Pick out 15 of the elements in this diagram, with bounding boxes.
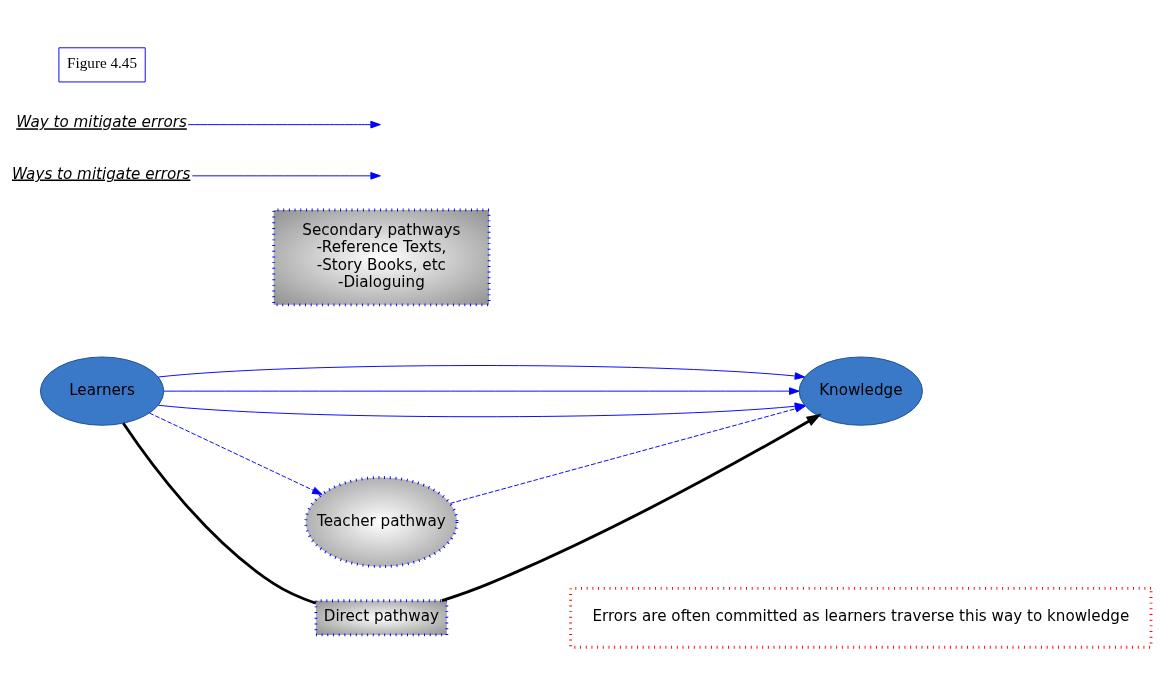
arrow (157, 365, 806, 380)
arrow (148, 412, 323, 495)
node-text: Way to mitigate errors (16, 113, 187, 132)
node-box: Secondary pathways -Reference Texts, -Story Books, etc -Dialoguing (272, 208, 491, 307)
connector (122, 422, 317, 605)
node-text: Ways to mitigate errors (11, 164, 191, 183)
node-box: Errors are often committed as learners traverse this way to knowledge (569, 586, 1153, 649)
node-box: Figure 4.45 (58, 47, 146, 83)
arrow (191, 172, 381, 180)
node-ellipse: Teacher pathway (304, 476, 459, 568)
node-box: Direct pathway (314, 599, 449, 637)
arrow (441, 413, 822, 603)
arrow (163, 387, 800, 395)
node-ellipse: Learners (39, 356, 165, 426)
arrow (187, 120, 381, 129)
